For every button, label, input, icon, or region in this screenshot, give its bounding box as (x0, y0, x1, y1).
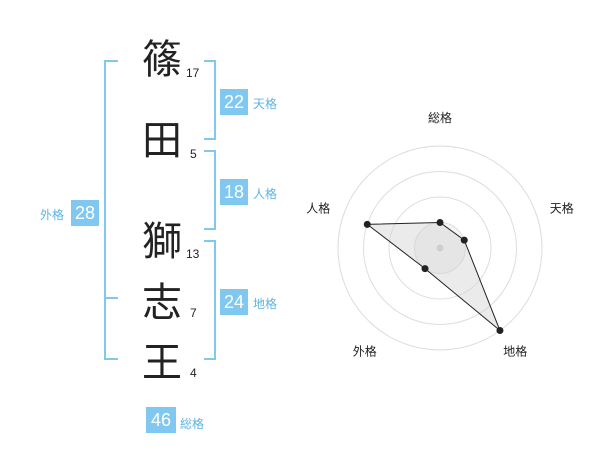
radar-point-2 (460, 236, 468, 244)
stroke-count-4: 7 (190, 306, 197, 320)
stroke-count-1: 17 (186, 66, 200, 80)
name-char-4: 志 (142, 280, 182, 326)
chikaku-value-badge: 24 (220, 289, 248, 315)
radar-axis-label-3: 地格 (503, 344, 527, 359)
radar-center-dot (436, 244, 444, 252)
name-char-5: 王 (142, 340, 182, 386)
stroke-count-3: 13 (186, 247, 200, 261)
jinkaku-bracket (204, 150, 216, 230)
jinkaku-value-badge: 18 (220, 179, 248, 205)
radar-ring-2 (388, 196, 492, 300)
radar-point-5 (363, 220, 371, 228)
chikaku-label: 地格 (253, 297, 278, 311)
jinkaku-label: 人格 (253, 187, 278, 201)
stroke-count-2: 5 (190, 147, 197, 161)
name-char-1: 篠 (142, 37, 182, 83)
radar-point-1 (436, 219, 444, 226)
gaikaku-label: 外格 (40, 208, 65, 222)
radar-axis-label-5: 人格 (306, 200, 330, 215)
chikaku-bracket (204, 240, 216, 360)
soukaku-value-badge: 46 (146, 407, 176, 433)
radar-axis-label-1: 総格 (428, 110, 452, 125)
radar-data-polygon (365, 221, 501, 331)
tenkaku-value-badge: 22 (220, 89, 248, 115)
radar-ring-4 (337, 145, 543, 351)
gaikaku-value-badge: 28 (71, 200, 99, 226)
stroke-count-5: 4 (190, 366, 197, 380)
radar-axis-label-4: 外格 (353, 344, 377, 359)
radar-axis-label-2: 天格 (550, 200, 574, 215)
soukaku-label: 総格 (180, 417, 205, 431)
tenkaku-label: 天格 (253, 97, 278, 111)
name-char-2: 田 (142, 118, 182, 164)
radar-ring-3 (363, 171, 517, 325)
radar-point-3 (496, 327, 504, 335)
gaikaku-bracket (104, 60, 118, 360)
name-char-3: 獅 (142, 219, 182, 265)
gaikaku-bracket-mid-tick (104, 297, 118, 299)
tenkaku-bracket (204, 60, 216, 140)
radar-point-4 (421, 265, 429, 273)
